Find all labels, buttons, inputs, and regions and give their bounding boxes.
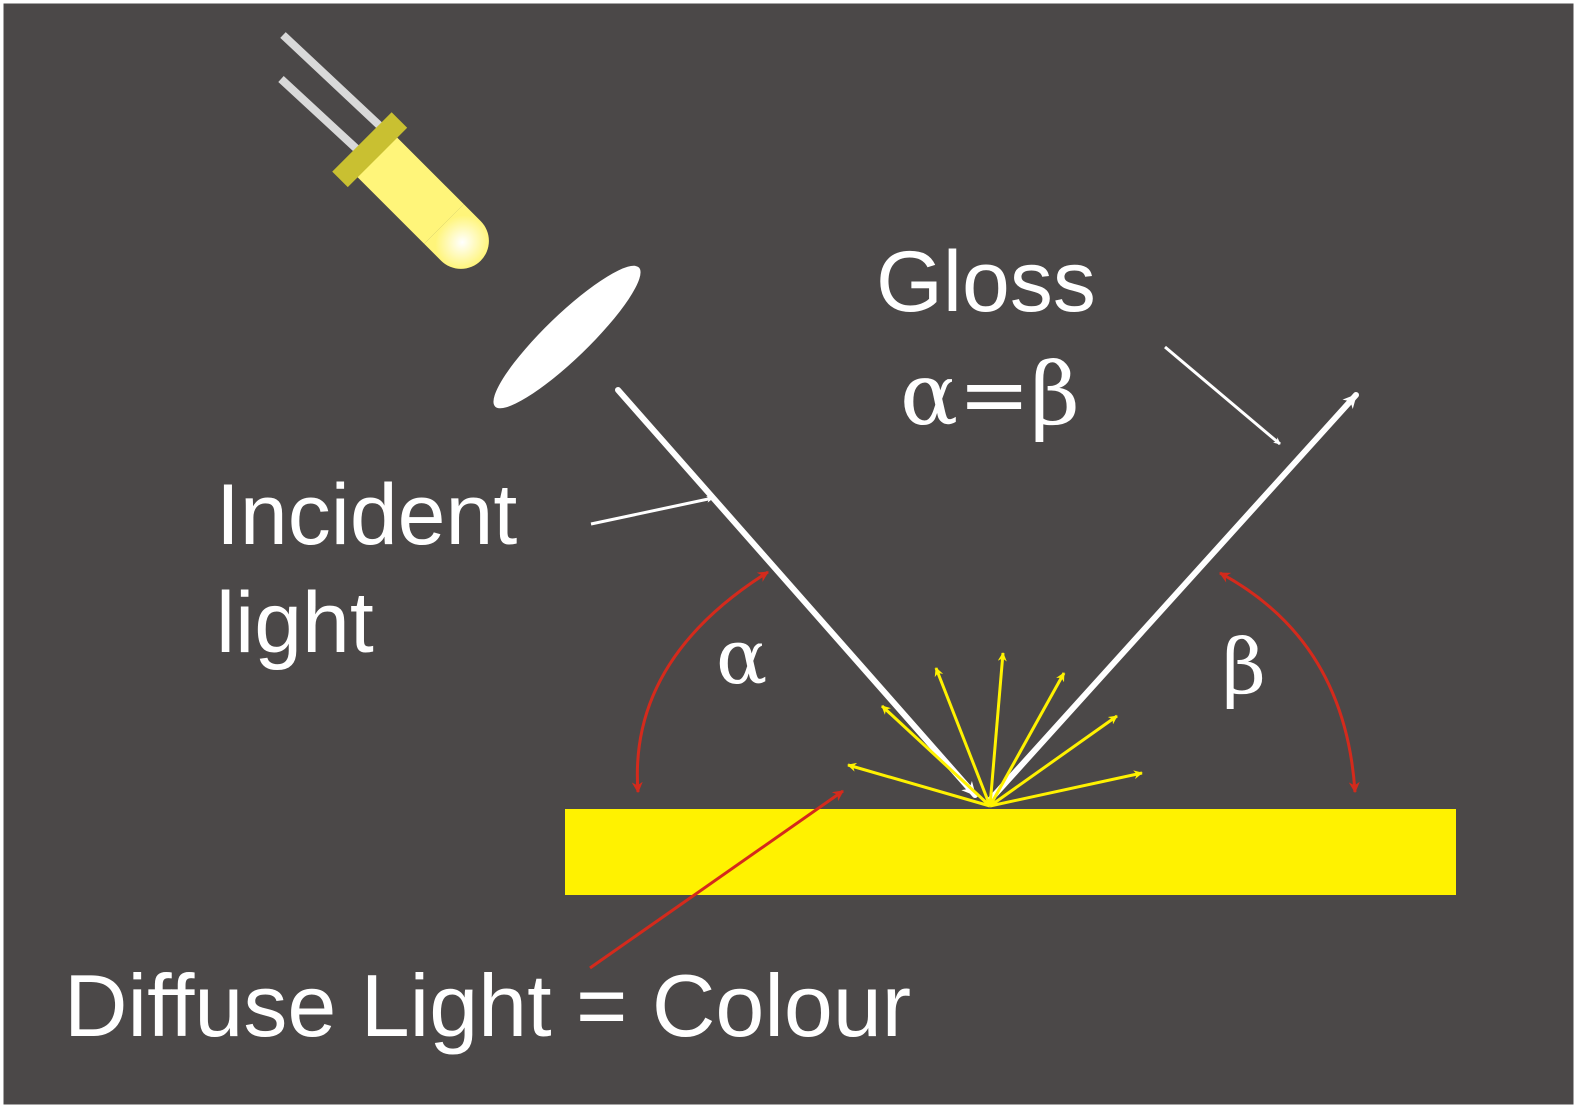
gloss-equation-label: α=β xyxy=(900,345,1080,445)
incident-label-line1: Incident xyxy=(216,467,517,563)
led-flange xyxy=(332,112,408,188)
diffuse-rays xyxy=(847,652,1143,808)
beta-label: β xyxy=(1222,622,1266,711)
diffuse-ray xyxy=(989,770,1143,808)
led-lead-1 xyxy=(280,32,383,129)
gloss-pointer-arrow xyxy=(1164,345,1281,446)
led-icon xyxy=(278,32,489,269)
diffuse-label: Diffuse Light = Colour xyxy=(64,956,911,1055)
diffuse-ray xyxy=(988,672,1066,807)
diffuse-ray xyxy=(989,714,1118,808)
gloss-label: Gloss xyxy=(876,234,1096,330)
beta-angle-arc xyxy=(1219,571,1360,794)
coloured-surface xyxy=(565,809,1456,895)
diffuse-ray xyxy=(934,667,992,807)
incident-label-line2: light xyxy=(216,575,374,671)
lens-icon xyxy=(493,265,641,409)
alpha-label: α xyxy=(716,612,767,701)
incident-pointer-arrow xyxy=(590,495,714,526)
led-lead-2 xyxy=(278,76,363,155)
alpha-angle-arc xyxy=(631,570,769,794)
diffuse-ray xyxy=(880,704,992,808)
diffuse-ray xyxy=(988,652,1007,807)
led-dome xyxy=(424,204,489,269)
incident-ray xyxy=(615,387,978,798)
diffuse-pointer-arrow xyxy=(589,789,844,970)
reflected-ray xyxy=(987,392,1359,803)
diffuse-ray xyxy=(847,762,991,808)
